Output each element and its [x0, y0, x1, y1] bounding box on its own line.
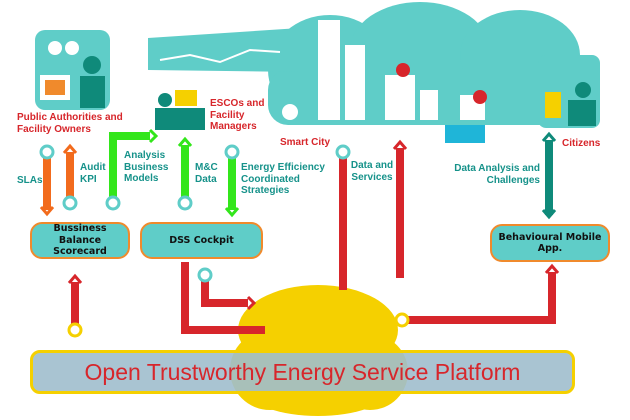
audit-kpi-label: Audit KPI — [80, 162, 106, 185]
public-authorities-label: Public Authorities and Facility Owners — [17, 112, 123, 135]
scorecard-module[interactable]: Bussiness Balance Scorecard — [30, 222, 130, 259]
energy-efficiency-arrow — [224, 144, 240, 218]
city-buildings — [282, 20, 485, 120]
smart-city-label: Smart City — [280, 137, 331, 148]
dss-cockpit-module[interactable]: DSS Cockpit — [140, 222, 263, 259]
mobile-platform-arrow — [394, 263, 560, 328]
data-services-label: Data and Services — [350, 160, 394, 183]
escos-label: ESCOs and Facility Managers — [210, 98, 265, 132]
scorecard-platform-arrow — [67, 273, 83, 338]
mc-data-arrow — [177, 136, 193, 211]
data-analysis-label: Data Analysis and Challenges — [454, 163, 540, 186]
data-services-arrows — [335, 139, 408, 290]
platform-banner: Open Trustworthy Energy Service Platform — [30, 350, 575, 394]
data-analysis-arrow — [541, 131, 557, 220]
escos-illustration — [148, 28, 300, 72]
dss-platform-arrows — [181, 262, 265, 334]
gauge-icon — [473, 90, 487, 104]
meter-graphic — [445, 125, 485, 143]
mc-data-label: M&C Data — [195, 162, 218, 185]
mobile-app-module[interactable]: Behavioural Mobile App. — [490, 224, 610, 262]
audit-kpi-arrow — [62, 143, 78, 211]
gauge-icon — [396, 63, 410, 77]
slas-label: SLAs — [17, 175, 43, 186]
slas-arrow — [39, 144, 55, 217]
energy-efficiency-label: Energy Efficiency Coordinated Strategies — [241, 162, 325, 196]
citizens-label: Citizens — [562, 138, 601, 149]
analysis-business-models-label: Analysis Business Models — [124, 150, 169, 184]
analysis-arrow — [105, 128, 159, 211]
